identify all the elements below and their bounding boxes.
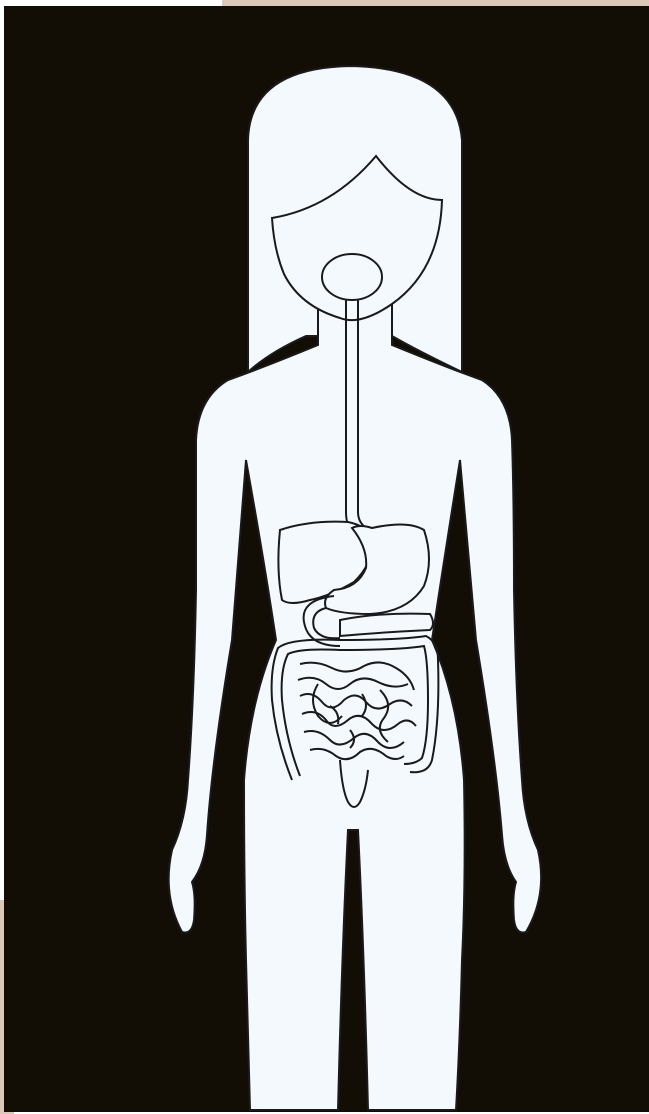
mouth: [322, 254, 382, 300]
